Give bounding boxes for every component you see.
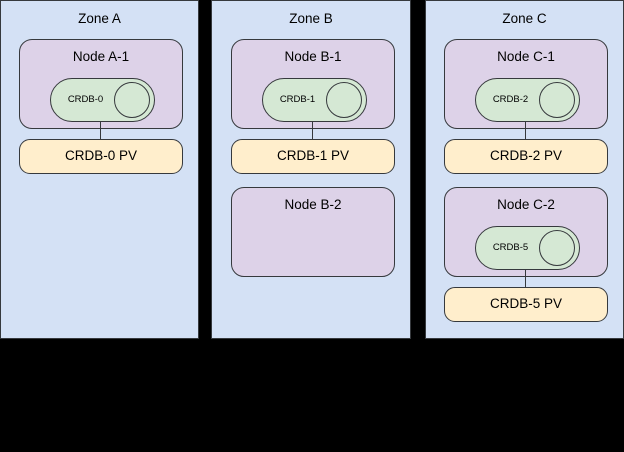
crdb-1-cylinder: CRDB-1 xyxy=(262,78,367,122)
crdb-5-pv-label: CRDB-5 PV xyxy=(489,296,562,312)
crdb-1-pv-box: CRDB-1 PV xyxy=(231,139,395,174)
crdb-0-pv-box: CRDB-0 PV xyxy=(19,139,183,174)
connector-node-b-1-to-crdb-1-pv xyxy=(312,121,313,141)
connector-node-c-1-to-crdb-2-pv xyxy=(525,121,526,141)
node-a-1-label: Node A-1 xyxy=(72,49,130,64)
zone-a-label: Zone A xyxy=(78,11,121,26)
node-c-2-box: Node C-2 CRDB-5 xyxy=(444,187,608,277)
node-a-1-box: Node A-1 CRDB-0 xyxy=(19,39,183,129)
node-c-1-box: Node C-1 CRDB-2 xyxy=(444,39,608,129)
crdb-5-pv-box: CRDB-5 PV xyxy=(444,287,608,322)
crdb-2-pv-box: CRDB-2 PV xyxy=(444,139,608,174)
node-b-1-box: Node B-1 CRDB-1 xyxy=(231,39,395,129)
crdb-2-pv-label: CRDB-2 PV xyxy=(489,148,562,164)
node-b-2-box: Node B-2 xyxy=(231,187,395,277)
zone-a-container: Zone A Node A-1 CRDB-0 CRDB-0 PV xyxy=(0,0,199,339)
crdb-1-label: CRDB-1 xyxy=(279,93,316,105)
crdb-0-label: CRDB-0 xyxy=(67,93,104,105)
crdb-5-cylinder: CRDB-5 xyxy=(475,226,580,270)
cylinder-cap-icon xyxy=(114,82,150,118)
crdb-5-label: CRDB-5 xyxy=(492,241,529,253)
connector-node-a-1-to-crdb-0-pv xyxy=(100,121,101,141)
cylinder-cap-icon xyxy=(539,230,575,266)
zone-c-container: Zone C Node C-1 CRDB-2 CRDB-2 PV Node C-… xyxy=(425,0,624,339)
crdb-2-cylinder: CRDB-2 xyxy=(475,78,580,122)
cylinder-cap-icon xyxy=(326,82,362,118)
zone-b-container: Zone B Node B-1 CRDB-1 CRDB-1 PV Node B-… xyxy=(211,0,411,339)
node-b-1-label: Node B-1 xyxy=(284,49,342,64)
zone-b-label: Zone B xyxy=(289,11,333,26)
crdb-0-pv-label: CRDB-0 PV xyxy=(64,148,137,164)
node-b-2-label: Node B-2 xyxy=(284,197,342,212)
connector-node-c-2-to-crdb-5-pv xyxy=(525,269,526,289)
node-c-2-label: Node C-2 xyxy=(497,197,555,212)
crdb-0-cylinder: CRDB-0 xyxy=(50,78,155,122)
cylinder-cap-icon xyxy=(539,82,575,118)
node-c-1-label: Node C-1 xyxy=(497,49,555,64)
zone-c-label: Zone C xyxy=(502,11,547,26)
crdb-1-pv-label: CRDB-1 PV xyxy=(276,148,349,164)
crdb-2-label: CRDB-2 xyxy=(492,93,529,105)
